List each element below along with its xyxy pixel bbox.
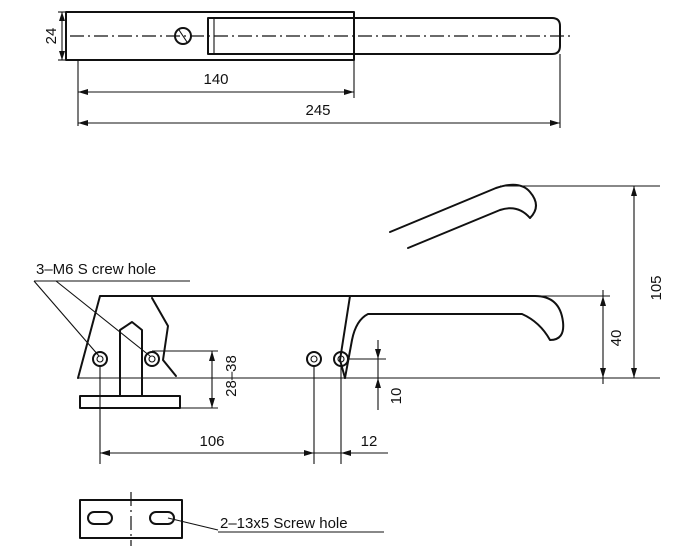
latch-hook-post — [119, 321, 143, 397]
top-view-handle-bar — [207, 17, 561, 55]
side-view: 3–M6 S crew hole 105 40 28–38 10 — [33, 183, 665, 464]
top-view-screw-slot — [178, 29, 188, 43]
slot-hole-2 — [149, 511, 175, 525]
dim-245-label: 245 — [305, 102, 330, 119]
screw-hole-2 — [144, 351, 160, 367]
dim-24-label: 24 — [43, 28, 60, 45]
dim-12-label: 12 — [361, 433, 378, 450]
latch-inner-cam — [151, 297, 177, 377]
screw-hole-1 — [92, 351, 108, 367]
latch-base-body — [77, 295, 351, 379]
dim-105-label: 105 — [648, 275, 665, 300]
dim-28-38-label: 28–38 — [223, 355, 240, 397]
dim-10-label: 10 — [388, 388, 405, 405]
screw-hole-label: 3–M6 S crew hole — [36, 261, 156, 278]
slot-hole-1 — [87, 511, 113, 525]
dim-40-label: 40 — [608, 330, 625, 347]
dim-140-label: 140 — [203, 71, 228, 88]
bottom-view: 2–13x5 Screw hole — [79, 492, 384, 546]
screw-hole-3 — [306, 351, 322, 367]
handle-open-position — [389, 183, 537, 249]
top-view: 24 140 245 — [43, 11, 574, 128]
hook-base-plate — [79, 395, 181, 409]
leader-hole-1 — [33, 280, 100, 357]
leader-hole-2 — [55, 280, 151, 357]
leader-slot-hole — [167, 517, 219, 531]
dim-106-label: 106 — [199, 433, 224, 450]
handle-closed-position — [344, 295, 565, 379]
slot-hole-label: 2–13x5 Screw hole — [220, 515, 348, 532]
